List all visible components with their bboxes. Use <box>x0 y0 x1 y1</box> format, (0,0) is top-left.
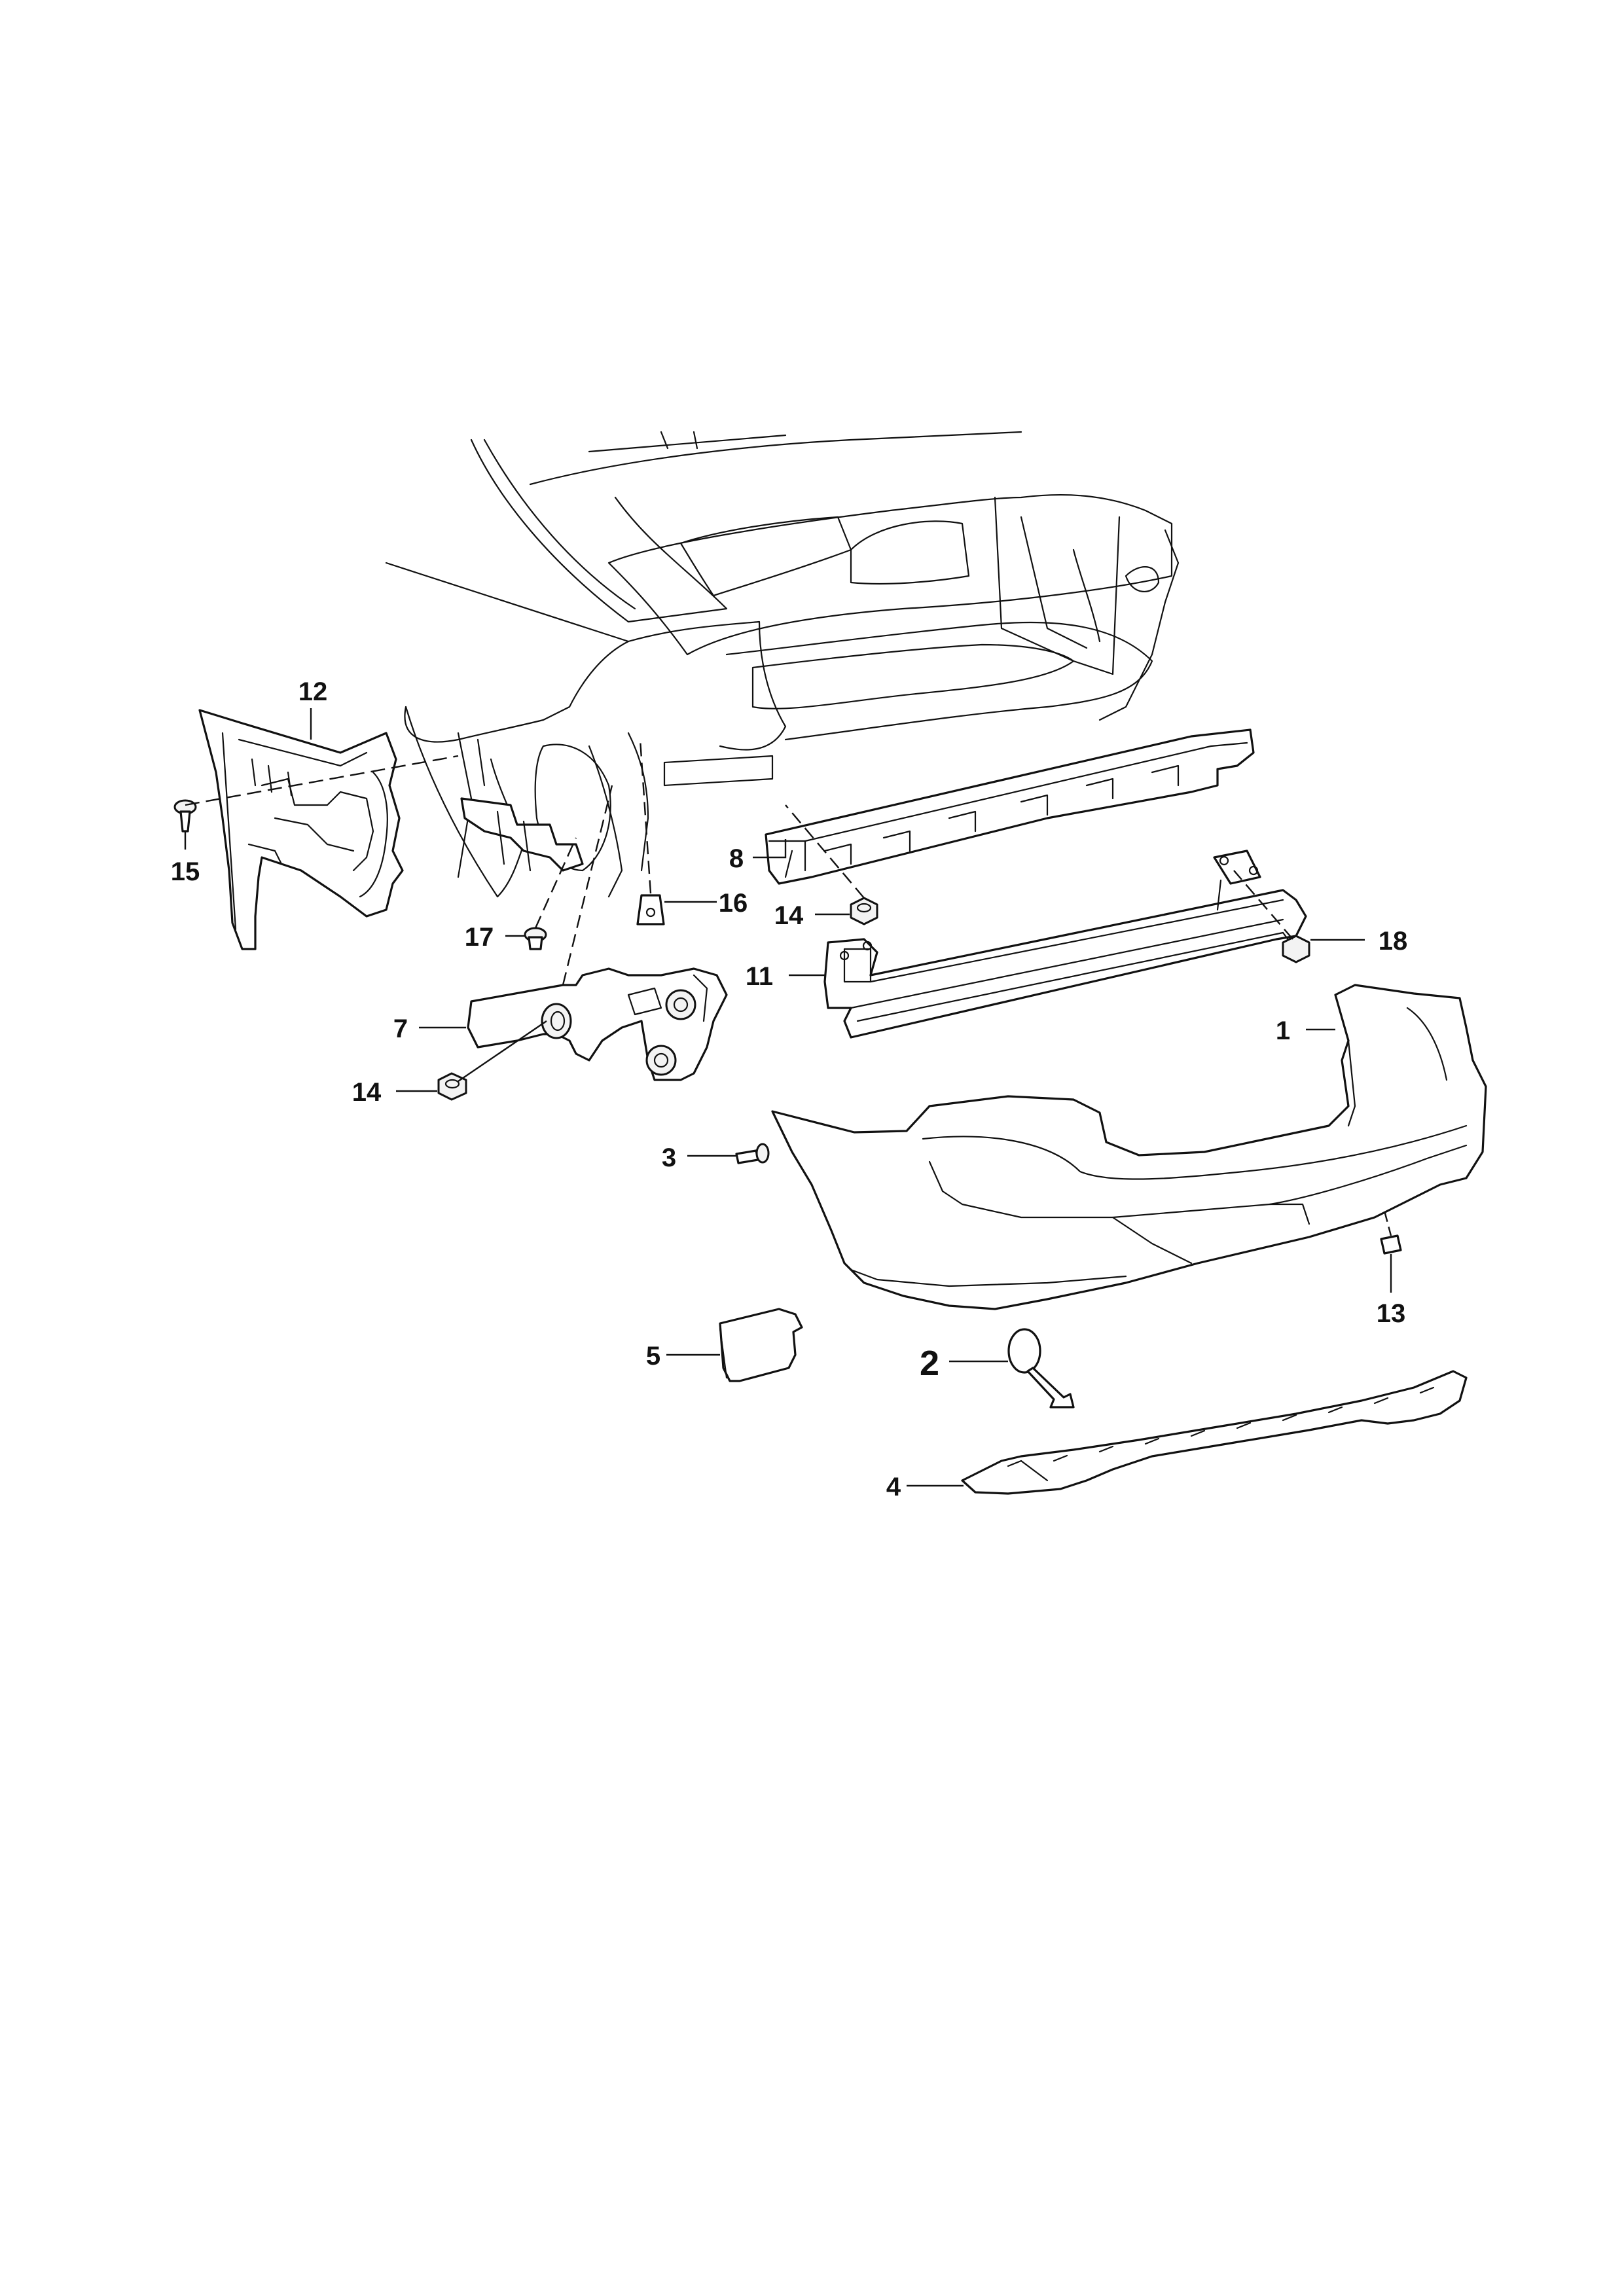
part-5-cover-cap <box>719 1308 803 1382</box>
callout-labels: 1 2 3 4 5 7 8 11 12 13 14 14 15 16 17 18 <box>171 677 1408 1501</box>
part-7-mounting-bracket <box>467 967 728 1081</box>
leader-lines <box>184 708 1392 1487</box>
leader-14-upper-dash <box>785 804 865 899</box>
callout-17: 17 <box>465 923 494 952</box>
callout-13: 13 <box>1377 1299 1406 1328</box>
part-8-energy-absorber <box>765 728 1255 885</box>
part-1-rear-bumper-cover <box>771 984 1487 1310</box>
callout-12: 12 <box>298 677 328 706</box>
part-15-screw <box>173 799 197 833</box>
part-2-tow-eye <box>1007 1328 1075 1408</box>
callout-7: 7 <box>393 1014 408 1043</box>
part-12-side-guide-bracket <box>198 709 404 950</box>
leader-17-dash <box>534 837 577 929</box>
callout-14-upper: 14 <box>774 901 804 930</box>
callout-2: 2 <box>920 1344 939 1383</box>
part-3-screw <box>735 1143 770 1164</box>
leader-8 <box>753 839 787 859</box>
callout-5: 5 <box>646 1342 660 1371</box>
leader-16-dash <box>639 739 652 894</box>
part-4-lower-trim <box>961 1370 1468 1495</box>
part-11-reinforcement-beam <box>823 850 1307 1039</box>
car-rear-body <box>385 431 1180 898</box>
callout-18: 18 <box>1379 927 1408 956</box>
callout-11: 11 <box>746 962 773 991</box>
callout-3: 3 <box>662 1143 676 1172</box>
callout-8: 8 <box>729 844 744 873</box>
callout-15: 15 <box>171 857 200 886</box>
leader-18-dash <box>1233 870 1293 940</box>
callout-4: 4 <box>886 1473 901 1501</box>
part-18-bolt <box>1282 931 1310 963</box>
leader-7-dash <box>562 785 613 986</box>
callout-16: 16 <box>719 889 748 918</box>
callout-14-lower: 14 <box>352 1078 382 1107</box>
leader-12-dash <box>185 755 459 806</box>
part-13-clip <box>1380 1234 1402 1255</box>
part-14-nut-lower <box>437 1072 467 1101</box>
callout-1: 1 <box>1276 1016 1290 1045</box>
part-17-clip <box>524 927 547 950</box>
leader-14-lower-dash <box>458 1020 547 1082</box>
leader-13-dash <box>1383 1210 1392 1236</box>
part-14-nut-upper <box>850 897 878 925</box>
part-16-nut-clip <box>636 894 665 925</box>
